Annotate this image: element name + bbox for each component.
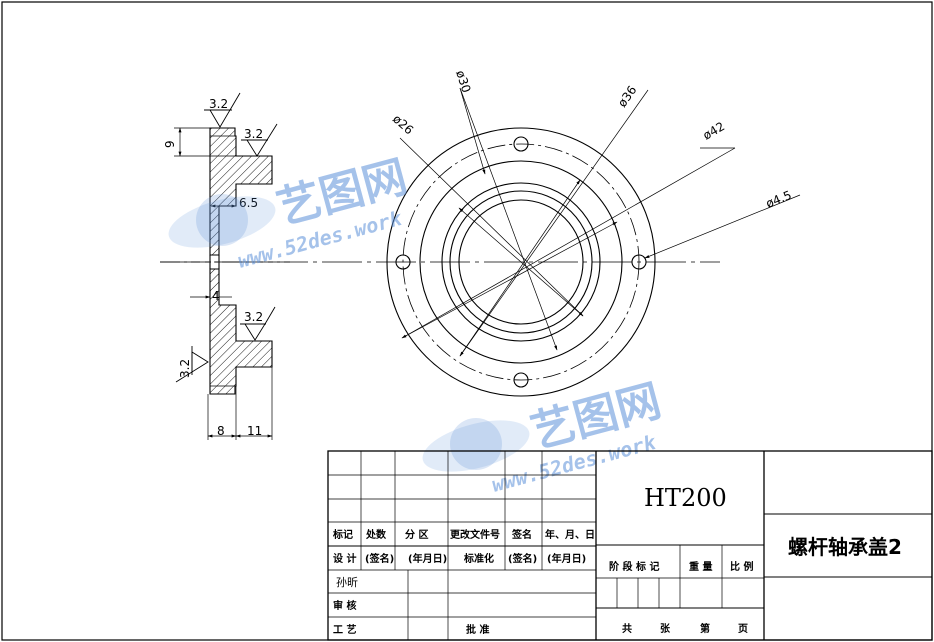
bolt-hole-bottom: [513, 372, 529, 388]
cell-design: 设 计: [333, 552, 356, 565]
roughness-symbol-flange-bottom: [240, 306, 276, 341]
title-block: [327, 450, 933, 641]
cell-standard-date: (年月日): [547, 552, 586, 565]
cell-standard: 标准化: [463, 552, 494, 565]
dim-width-b: 11: [247, 424, 262, 438]
cell-change-doc: 更改文件号: [450, 528, 500, 541]
dim-dia-36: ø36: [615, 83, 639, 110]
front-view: [160, 87, 801, 397]
outer-circle: [386, 127, 656, 397]
circle-30: [449, 190, 593, 334]
roughness-symbol-left: [175, 346, 209, 383]
cell-date: 年、月、日: [545, 528, 595, 541]
roughness-value-flange-top: 3.2: [244, 127, 263, 141]
dim-depth-recess: 6.5: [239, 196, 258, 210]
roughness-value-left: 3.2: [178, 359, 192, 378]
cell-stage: 阶 段 标 记: [609, 560, 659, 573]
bolt-hole-top: [513, 136, 529, 152]
roughness-symbol-top: [204, 92, 241, 128]
cell-weight: 重 量: [689, 560, 712, 573]
cell-page: 页: [738, 623, 748, 635]
cell-total: 共: [622, 622, 632, 635]
cell-process: 工 艺: [333, 623, 356, 636]
circle-36: [441, 182, 601, 342]
cell-approve: 批 准: [466, 623, 489, 636]
side-section-view: [160, 92, 290, 440]
cell-count: 处数: [365, 528, 387, 541]
circle-26: [458, 199, 584, 325]
dim-dia-hole: ø4.5: [764, 188, 794, 211]
bolt-circle: [402, 143, 640, 381]
roughness-value-top: 3.2: [209, 97, 228, 111]
material-label: HT200: [644, 484, 727, 512]
cell-mark: 标记: [332, 528, 353, 541]
cell-scale: 比 例: [730, 560, 753, 573]
dim-dia-30: ø30: [453, 69, 473, 95]
dim-dia-42: ø42: [701, 119, 728, 142]
roughness-symbol-flange-top: [241, 123, 278, 157]
circle-42: [419, 160, 623, 364]
watermark-upper: 艺图网 www.52des.work: [168, 151, 412, 273]
cell-review: 审 核: [333, 599, 356, 612]
dim-height-top: 9: [163, 140, 177, 148]
cell-signature: 签名: [511, 528, 532, 541]
part-name: 螺杆轴承盖2: [788, 535, 902, 559]
cell-standard-sign: (签名): [508, 552, 537, 565]
bolt-hole-left: [395, 254, 411, 270]
cell-zone: 分 区: [405, 528, 428, 541]
bolt-hole-right: [631, 254, 647, 270]
cell-drafter: 孙昕: [336, 576, 358, 589]
cell-number: 第: [700, 622, 710, 635]
roughness-value-flange-bottom: 3.2: [244, 310, 263, 324]
section-hatch-lower: [209, 268, 273, 395]
cell-design-sign: (签名): [365, 552, 394, 565]
cell-design-date: (年月日): [408, 552, 447, 565]
dim-width-a: 8: [217, 424, 225, 438]
dim-dia-26: ø26: [390, 112, 416, 138]
dim-wall: 4: [212, 289, 220, 303]
cell-sheets: 张: [660, 622, 671, 635]
